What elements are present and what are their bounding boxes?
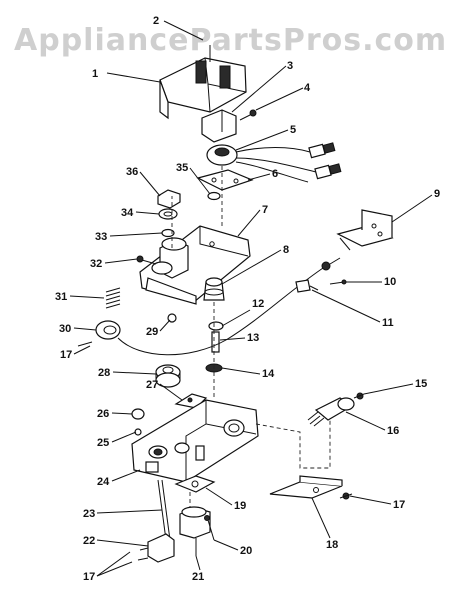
part-regulator-21	[179, 506, 211, 556]
part-solenoid-5	[206, 142, 342, 183]
part-pin-13	[211, 331, 220, 353]
callout-36: 36	[126, 166, 138, 178]
part-fitting-11	[295, 279, 319, 293]
part-ignitor-16	[307, 397, 355, 427]
callout-18: 18	[326, 539, 338, 551]
part-cap-28	[155, 364, 181, 388]
callout-22: 22	[83, 535, 95, 547]
callout-19: 19	[234, 500, 246, 512]
callout-14: 14	[262, 368, 275, 380]
callout-17-a: 17	[60, 349, 72, 361]
callout-34: 34	[121, 207, 134, 219]
callout-25: 25	[97, 437, 109, 449]
part-bracket-22	[137, 533, 175, 563]
part-washer-35	[207, 191, 221, 201]
callout-8: 8	[283, 244, 289, 256]
part-valve-body-7	[139, 225, 251, 305]
callout-1: 1	[92, 68, 98, 80]
part-plunger-8	[203, 277, 225, 301]
callout-16: 16	[387, 425, 399, 437]
callout-5: 5	[290, 124, 296, 136]
leader-lines	[69, 20, 433, 577]
watermark-text: AppliancePartsPros.com	[14, 23, 447, 58]
callout-13: 13	[247, 332, 259, 344]
callout-21: 21	[192, 571, 204, 583]
callout-35: 35	[176, 162, 188, 174]
callout-26: 26	[97, 408, 109, 420]
callout-30: 30	[59, 323, 71, 335]
callout-33: 33	[95, 231, 107, 243]
callout-7: 7	[262, 204, 268, 216]
callout-28: 28	[98, 367, 110, 379]
part-knob-30	[77, 320, 121, 347]
part-plate-6	[196, 169, 254, 191]
part-bracket-9	[336, 209, 394, 251]
part-screw-15	[353, 392, 365, 400]
part-plate-18	[269, 475, 343, 499]
part-nut-36-stack	[157, 189, 181, 238]
callout-15: 15	[415, 378, 427, 390]
callout-3: 3	[287, 60, 293, 72]
callout-32: 32	[90, 258, 102, 270]
part-screw-4	[239, 109, 257, 121]
part-screw-17c	[339, 492, 353, 500]
callout-9: 9	[434, 188, 440, 200]
callout-17-c: 17	[393, 499, 405, 511]
callout-23: 23	[83, 508, 95, 520]
callout-27: 27	[146, 379, 158, 391]
part-gasket-19	[174, 475, 216, 493]
part-main-valve-24	[131, 399, 259, 483]
callout-24: 24	[97, 476, 110, 488]
part-gasket-12	[208, 321, 224, 331]
callout-10: 10	[384, 276, 396, 288]
part-screw-20	[204, 515, 215, 541]
part-spring-31	[105, 287, 121, 309]
part-cover	[159, 57, 247, 120]
part-fitting-10	[321, 257, 347, 285]
callout-31: 31	[55, 291, 67, 303]
callout-11: 11	[382, 317, 394, 329]
part-screw-32	[136, 255, 157, 265]
alignment-lines	[171, 166, 331, 508]
callout-4: 4	[304, 82, 311, 94]
callout-6: 6	[272, 168, 278, 180]
callout-29: 29	[146, 326, 158, 338]
callout-2: 2	[153, 15, 159, 27]
callout-labels: 1 2 3 4 5 6 7 8 9 10 11 12 13 14 15 16 1…	[55, 15, 440, 583]
part-plug-26	[131, 408, 145, 420]
callout-17-b: 17	[83, 571, 95, 583]
part-bracket-3	[201, 109, 237, 143]
callout-20: 20	[240, 545, 252, 557]
callout-12: 12	[252, 298, 264, 310]
